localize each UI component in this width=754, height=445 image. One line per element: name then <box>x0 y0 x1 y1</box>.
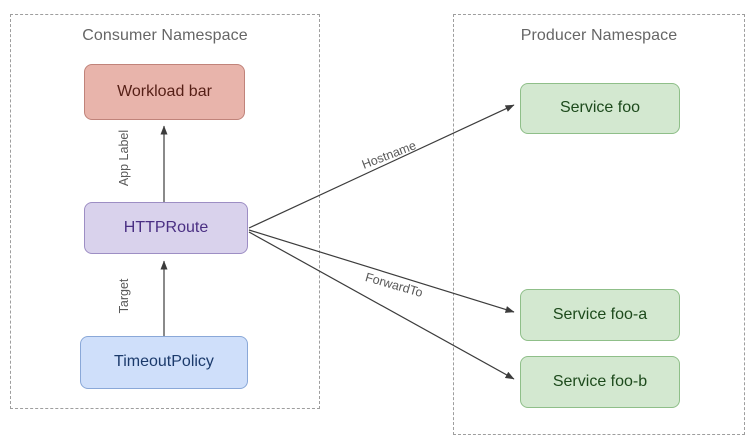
node-timeoutpolicy[interactable]: TimeoutPolicy <box>80 336 248 389</box>
edge-label-forwardto: ForwardTo <box>363 270 425 300</box>
node-service-foo-a[interactable]: Service foo-a <box>520 289 680 341</box>
namespace-title-producer: Producer Namespace <box>520 27 678 44</box>
edge-label-app-label: App Label <box>117 129 131 187</box>
node-service-foo-label: Service foo <box>559 99 641 117</box>
node-service-foo-a-label: Service foo-a <box>552 305 648 323</box>
node-timeoutpolicy-label: TimeoutPolicy <box>114 353 214 371</box>
edge-label-hostname: Hostname <box>359 138 419 172</box>
node-service-foo-b[interactable]: Service foo-b <box>520 356 680 408</box>
node-service-foo[interactable]: Service foo <box>520 83 680 134</box>
node-service-foo-b-label: Service foo-b <box>552 372 648 390</box>
namespace-title-consumer: Consumer Namespace <box>82 27 248 44</box>
edge-label-target: Target <box>117 278 131 314</box>
node-workload-bar[interactable]: Workload bar <box>84 64 245 120</box>
node-httproute[interactable]: HTTPRoute <box>84 202 248 254</box>
node-workload-bar-label: Workload bar <box>117 82 212 100</box>
node-httproute-label: HTTPRoute <box>123 218 209 236</box>
